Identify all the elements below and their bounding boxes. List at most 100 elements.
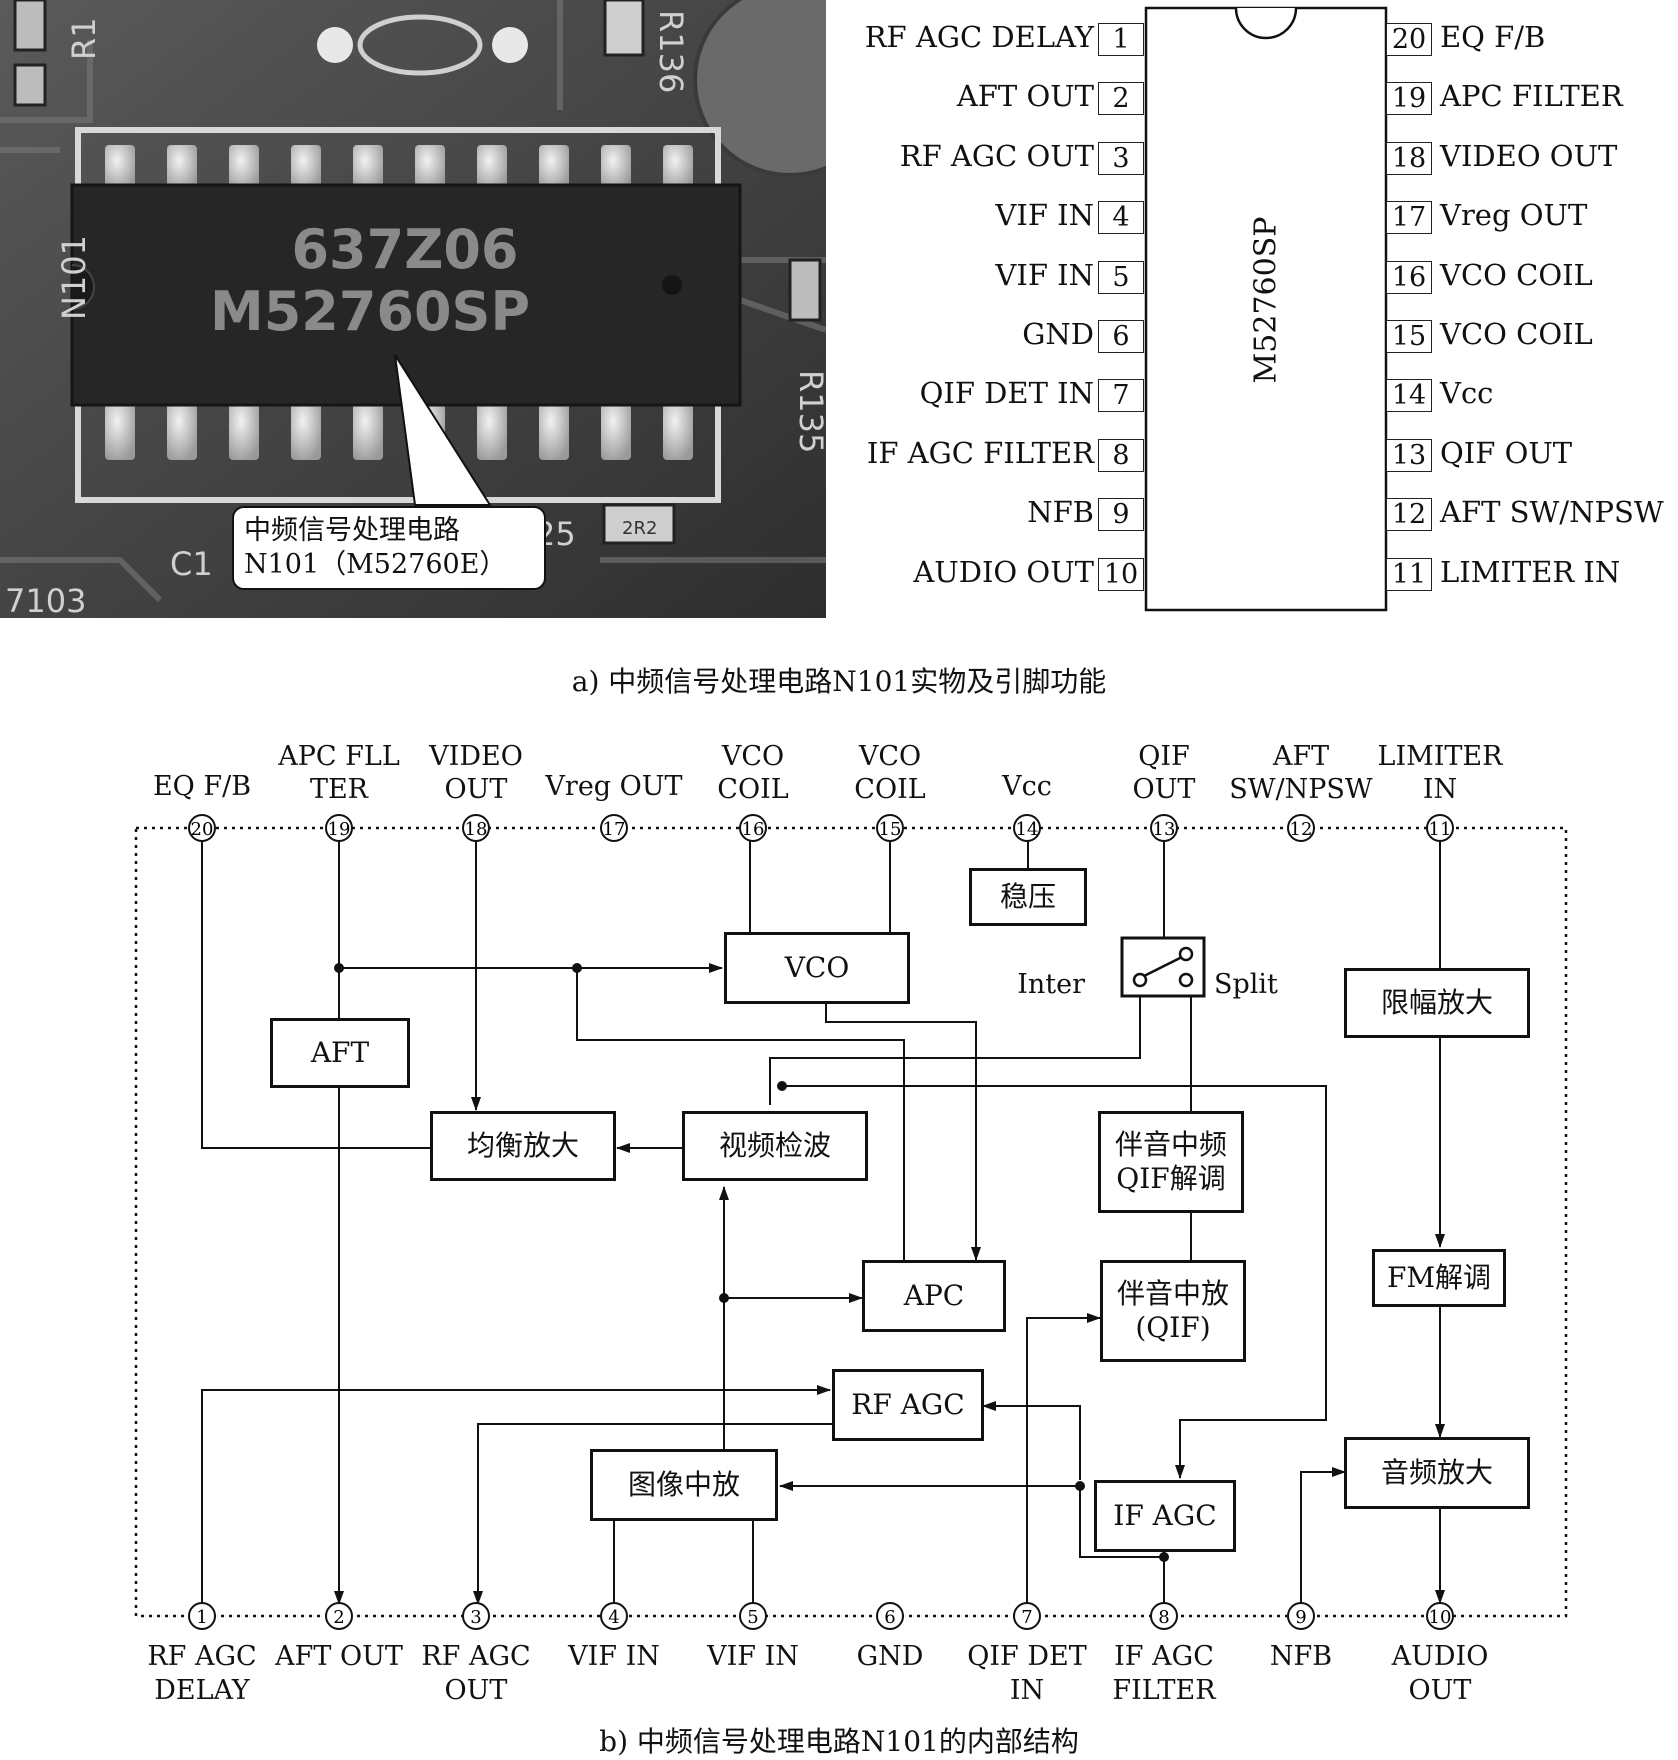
- bottom-pin-label-4: VIF IN: [534, 1640, 694, 1674]
- top-pin-label-line1: Vcc: [1002, 771, 1052, 802]
- bottom-pin-circle-2: [325, 1602, 353, 1630]
- qif-demod-line1: 伴音中频: [1114, 1128, 1227, 1161]
- bottom-pin-num-8: 8: [1158, 1607, 1169, 1628]
- silk-7103: 7103: [5, 582, 86, 618]
- pinout-left-num-10: 10: [1098, 557, 1144, 591]
- pinout-right-label-14: Vcc: [1440, 376, 1494, 411]
- bottom-pin-num-7: 7: [1021, 1607, 1032, 1628]
- bottom-pin-circle-4: [600, 1602, 628, 1630]
- bottom-pin-circle-8: [1150, 1602, 1178, 1630]
- pinout-left-num-9: 9: [1098, 498, 1144, 532]
- top-pin-label-line1: APC FLL: [278, 741, 400, 772]
- pinout-left-label-5: VIF IN: [995, 257, 1094, 292]
- bottom-pin-label-line2: OUT: [444, 1675, 508, 1706]
- wire-pin20-eq: [201, 840, 432, 1149]
- wire-vco-apc: [825, 1000, 981, 1261]
- pinout-right-label-13: QIF OUT: [1440, 435, 1573, 470]
- bottom-pin-circle-7: [1013, 1602, 1041, 1630]
- pinout-left-num-1: 1: [1098, 23, 1144, 56]
- top-pin-label-line2: COIL: [854, 774, 926, 805]
- pinout-left-num-6: 6: [1098, 320, 1144, 353]
- pinout-right-label-12: AFT SW/NPSW: [1440, 495, 1664, 530]
- pinout-left-num-3: 3: [1098, 141, 1144, 175]
- top-pin-label-line2: SW/NPSW: [1229, 774, 1373, 805]
- top-pin-circle-18: [462, 814, 490, 842]
- pinout-left-num-5: 5: [1098, 260, 1144, 294]
- top-pin-label-14: Vcc: [937, 770, 1117, 803]
- bottom-pin-label-line2: FILTER: [1112, 1675, 1216, 1706]
- silk-2r2: 2R2: [622, 518, 657, 539]
- bottom-pin-num-9: 9: [1295, 1607, 1306, 1628]
- pinout-right-num-12: 12: [1386, 498, 1432, 532]
- top-pin-label-20: EQ F/B: [112, 770, 292, 803]
- bottom-pin-label-line1: QIF DET: [967, 1641, 1087, 1672]
- aft-block: AFT: [270, 1018, 410, 1088]
- pinout-left-label-4: VIF IN: [995, 198, 1094, 233]
- bottom-pin-label-9: NFB: [1221, 1640, 1381, 1674]
- bottom-pin-label-line2: OUT: [1408, 1675, 1472, 1706]
- top-pin-label-line1: AFT: [1272, 741, 1330, 772]
- wire-inter-videodet: [769, 976, 1141, 1105]
- top-pin-circle-12: [1287, 814, 1315, 842]
- pinout-right-num-18: 18: [1386, 141, 1432, 175]
- bottom-pin-num-4: 4: [608, 1607, 619, 1628]
- fm-demod-block: FM解调: [1372, 1249, 1506, 1307]
- bottom-pin-num-2: 2: [333, 1607, 344, 1628]
- equalizer-amp-block: 均衡放大: [430, 1111, 616, 1181]
- pinout-right-label-20: EQ F/B: [1440, 20, 1546, 54]
- pinout-left-label-6: GND: [1022, 317, 1094, 351]
- pinout-left-num-2: 2: [1098, 82, 1144, 116]
- pinout-right-label-18: VIDEO OUT: [1440, 138, 1618, 173]
- top-pin-label-line1: VIDEO: [429, 741, 523, 772]
- audio-amp-block: 音频放大: [1344, 1437, 1530, 1509]
- top-pin-label-line1: EQ F/B: [152, 771, 252, 802]
- top-pin-label-line1: LIMITER: [1377, 741, 1503, 772]
- bottom-pin-circle-9: [1287, 1602, 1315, 1630]
- pinout-left-label-7: QIF DET IN: [919, 376, 1094, 411]
- pinout-left-label-10: AUDIO OUT: [913, 554, 1094, 589]
- top-pin-circle-20: [188, 814, 216, 842]
- caption-a: a) 中频信号处理电路N101实物及引脚功能: [571, 665, 1107, 698]
- top-pin-num-20: 20: [191, 819, 214, 840]
- bottom-pin-num-10: 10: [1429, 1607, 1452, 1628]
- picture-if-amp-block: 图像中放: [590, 1449, 778, 1521]
- bottom-pin-label-6: GND: [810, 1640, 970, 1674]
- pinout-left-label-8: IF AGC FILTER: [866, 435, 1094, 470]
- apc-block: APC: [862, 1260, 1006, 1332]
- pinout-right-label-16: VCO COIL: [1440, 257, 1593, 292]
- top-pin-num-14: 14: [1016, 819, 1039, 840]
- top-pin-label-line2: TER: [309, 774, 369, 805]
- pinout-right-num-17: 17: [1386, 201, 1432, 235]
- silk-c1: C1: [170, 545, 213, 583]
- sound-if-line1: 伴音中放: [1116, 1277, 1229, 1310]
- pinout-right-num-14: 14: [1386, 379, 1432, 413]
- pinout-right-label-11: LIMITER IN: [1440, 554, 1621, 589]
- limiter-amp-block: 限幅放大: [1344, 968, 1530, 1038]
- pinout-right-num-11: 11: [1386, 557, 1432, 591]
- bottom-pin-circle-3: [462, 1602, 490, 1630]
- top-pin-label-line2: OUT: [1132, 774, 1196, 805]
- chip-photo: 637Z06 M52760SP R1 R136 N101 R135 C1 25 …: [0, 0, 826, 618]
- silk-r136: R136: [652, 10, 690, 93]
- bottom-pin-label-line1: VIF IN: [568, 1641, 660, 1672]
- video-detector-block: 视频检波: [682, 1111, 868, 1181]
- bottom-pin-label-line1: VIF IN: [707, 1641, 799, 1672]
- bottom-pin-num-1: 1: [196, 1607, 207, 1628]
- rf-agc-block: RF AGC: [832, 1369, 984, 1441]
- top-pin-circle-11: [1426, 814, 1454, 842]
- wire-vco-apc-a: [576, 968, 905, 1260]
- chip-marking-2: M52760SP: [210, 280, 530, 343]
- switch-inter-label: Inter: [1017, 969, 1085, 1000]
- top-pin-label-line2: COIL: [717, 774, 789, 805]
- wire-pin9-audioamp: [1300, 1467, 1346, 1604]
- wire-videodet-ifagc: [782, 1085, 1327, 1479]
- wire-pin8-node: [1079, 1486, 1164, 1558]
- top-pin-label-line2: OUT: [444, 774, 508, 805]
